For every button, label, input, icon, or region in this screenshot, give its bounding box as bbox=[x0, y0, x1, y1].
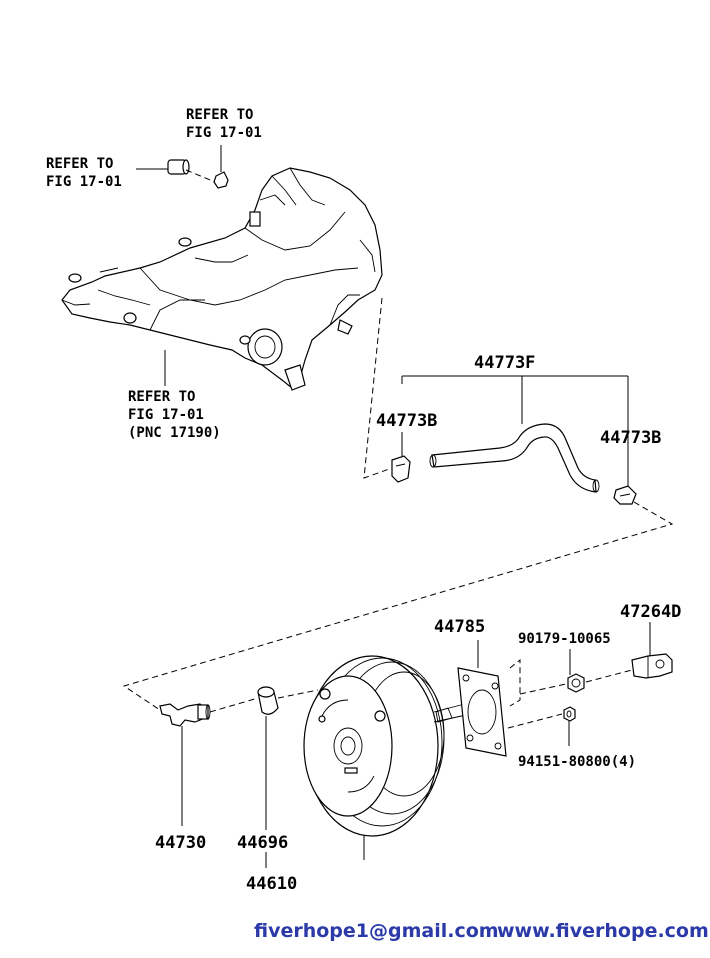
footer-email: fiverhope1@gmail.com bbox=[254, 920, 499, 942]
refer-left-line1: REFER TO bbox=[46, 156, 113, 172]
footer-website: www.fiverhope.com bbox=[497, 920, 709, 942]
refer-top-line2: FIG 17-01 bbox=[186, 125, 262, 141]
brake-booster bbox=[303, 655, 481, 860]
grommet bbox=[257, 686, 279, 830]
hose-clip-left bbox=[391, 455, 411, 483]
intake-manifold bbox=[61, 167, 383, 391]
refer-bottom-line2: FIG 17-01 bbox=[128, 407, 204, 423]
label-44610: 44610 bbox=[246, 874, 297, 894]
label-44773B-left: 44773B bbox=[376, 411, 437, 431]
label-94151: 94151-80800(4) bbox=[518, 754, 636, 770]
label-90179: 90179-10065 bbox=[518, 631, 611, 647]
refer-bottom-line1: REFER TO bbox=[128, 389, 195, 405]
check-valve bbox=[159, 703, 211, 826]
push-rod-clevis bbox=[631, 622, 673, 679]
label-44773B-right: 44773B bbox=[600, 428, 661, 448]
vacuum-fitting-top bbox=[213, 145, 229, 189]
label-47264D: 47264D bbox=[620, 602, 681, 622]
washer bbox=[563, 706, 576, 746]
label-44773F: 44773F bbox=[474, 353, 535, 373]
label-44696: 44696 bbox=[237, 833, 288, 853]
refer-top-line1: REFER TO bbox=[186, 107, 253, 123]
vacuum-hose bbox=[429, 423, 600, 493]
hose-clip-right bbox=[613, 485, 637, 505]
nut bbox=[567, 649, 585, 693]
gasket bbox=[435, 640, 521, 757]
label-44730: 44730 bbox=[155, 833, 206, 853]
refer-left-line2: FIG 17-01 bbox=[46, 174, 122, 190]
vacuum-cap-left bbox=[136, 159, 216, 183]
label-44785: 44785 bbox=[434, 617, 485, 637]
refer-bottom-line3: (PNC 17190) bbox=[128, 425, 221, 441]
